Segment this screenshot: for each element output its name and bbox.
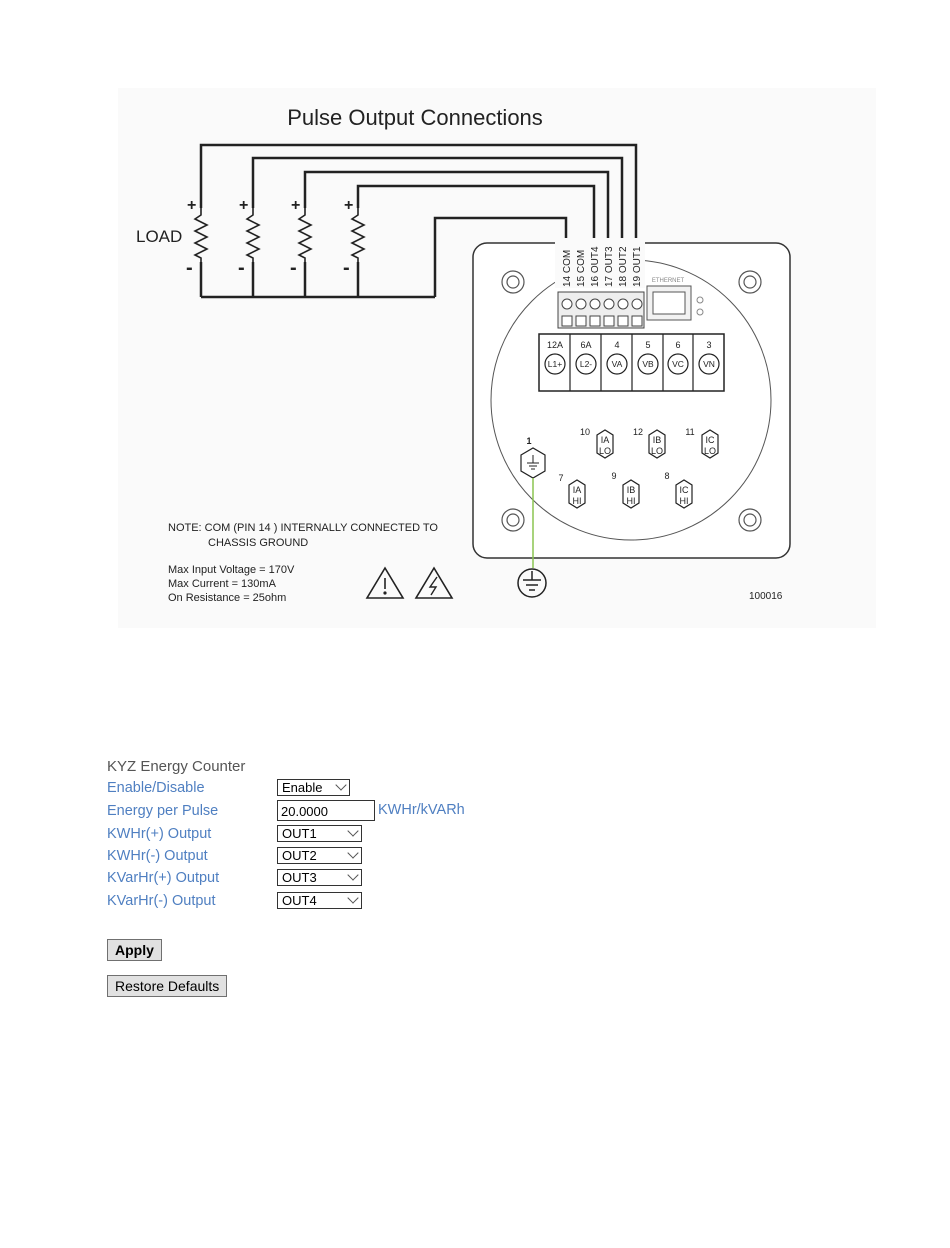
kwhr-neg-value: OUT2	[282, 848, 317, 863]
chevron-down-icon	[347, 869, 359, 881]
pulse-terminal-block	[557, 291, 645, 329]
ethernet-port: ETHERNET	[646, 278, 704, 321]
kwhr-pos-label: KWHr(+) Output	[107, 826, 212, 842]
spec-resistance: On Resistance = 25ohm	[168, 592, 286, 604]
pin-label: 15 COM	[576, 250, 587, 287]
kvarhr-pos-row: KVarHr(+) Output OUT3	[107, 869, 587, 889]
ct-number: 7	[558, 473, 563, 483]
ct-label: LO	[704, 446, 716, 456]
kvarhr-neg-label: KVarHr(-) Output	[107, 893, 216, 909]
chevron-down-icon	[347, 892, 359, 904]
figure-id: 100016	[749, 591, 783, 602]
plus-sign: +	[344, 197, 353, 214]
ct-number: 9	[611, 471, 616, 481]
mounting-screws	[501, 270, 762, 532]
pin-label: 19 OUT1	[632, 246, 643, 287]
kvarhr-pos-label: KVarHr(+) Output	[107, 870, 220, 886]
pin-label: 17 OUT3	[604, 246, 615, 287]
enable-row: Enable/Disable Enable	[107, 779, 587, 799]
warning-icon	[365, 566, 405, 599]
diagram-title: Pulse Output Connections	[287, 105, 543, 130]
terminal-label: VC	[672, 359, 684, 369]
pin-label: 18 OUT2	[618, 246, 629, 287]
ground-pin-number: 1	[526, 436, 531, 446]
kvarhr-pos-select[interactable]: OUT3	[277, 869, 362, 886]
kwhr-neg-select[interactable]: OUT2	[277, 847, 362, 864]
terminal-label: L2-	[580, 359, 592, 369]
spec-current: Max Current = 130mA	[168, 578, 277, 590]
terminal-label: VA	[612, 359, 623, 369]
ct-label: LO	[599, 446, 611, 456]
kwhr-neg-row: KWHr(-) Output OUT2	[107, 847, 587, 867]
energy-label: Energy per Pulse	[107, 803, 219, 819]
load-resistors	[193, 208, 366, 262]
enable-label: Enable/Disable	[107, 780, 205, 796]
enable-select[interactable]: Enable	[277, 779, 350, 796]
ct-label: IB	[653, 435, 662, 445]
ethernet-label: ETHERNET	[652, 278, 685, 284]
earth-ground-icon	[517, 568, 547, 598]
ct-label: IB	[627, 485, 636, 495]
ct-label: HI	[627, 496, 636, 506]
terminal-number: 5	[645, 340, 650, 350]
energy-unit: KWHr/kVARh	[378, 802, 465, 818]
kvarhr-pos-value: OUT3	[282, 870, 317, 885]
kvarhr-neg-select[interactable]: OUT4	[277, 892, 362, 909]
kvarhr-neg-value: OUT4	[282, 893, 317, 908]
ct-number: 10	[580, 427, 590, 437]
energy-row: Energy per Pulse 20.0000 KWHr/kVARh	[107, 800, 587, 821]
kwhr-neg-label: KWHr(-) Output	[107, 848, 208, 864]
pin-label: 14 COM	[562, 250, 573, 287]
enable-select-value: Enable	[282, 780, 323, 795]
terminal-label: VB	[642, 359, 654, 369]
terminal-label: L1+	[548, 359, 562, 369]
terminal-number: 12A	[547, 340, 563, 350]
chevron-down-icon	[347, 825, 359, 837]
ct-label: IA	[573, 485, 582, 495]
note-line1: NOTE: COM (PIN 14 ) INTERNALLY CONNECTED…	[168, 522, 438, 534]
spec-voltage: Max Input Voltage = 170V	[168, 564, 295, 576]
section-title: KYZ Energy Counter	[107, 758, 246, 775]
terminal-number: 4	[614, 340, 619, 350]
terminal-number: 6	[675, 340, 680, 350]
terminal-number: 3	[706, 340, 711, 350]
ct-label: HI	[680, 496, 689, 506]
minus-sign: -	[290, 257, 297, 279]
minus-sign: -	[238, 257, 245, 279]
kwhr-pos-row: KWHr(+) Output OUT1	[107, 825, 587, 845]
kvarhr-neg-row: KVarHr(-) Output OUT4	[107, 892, 587, 912]
electrical-hazard-icon	[414, 566, 454, 599]
minus-sign: -	[186, 257, 193, 279]
ct-label: IA	[601, 435, 610, 445]
kwhr-pos-select[interactable]: OUT1	[277, 825, 362, 842]
kwhr-pos-value: OUT1	[282, 826, 317, 841]
minus-sign: -	[343, 257, 350, 279]
pulse-output-diagram: Pulse Output Connections LOAD + + + + - …	[136, 105, 791, 604]
ground-symbol-icon	[527, 455, 539, 470]
plus-sign: +	[239, 197, 248, 214]
chevron-down-icon	[347, 847, 359, 859]
restore-defaults-button[interactable]: Restore Defaults	[107, 975, 228, 997]
terminal-label: VN	[703, 359, 715, 369]
wiring	[199, 143, 638, 299]
terminal-number: 6A	[580, 340, 591, 350]
energy-per-pulse-input[interactable]: 20.0000	[277, 800, 375, 821]
ct-label: IC	[706, 435, 716, 445]
plus-sign: +	[291, 197, 300, 214]
voltage-terminal-strip: 12A 6A 4 5 6 3 L1+ L2- VA VB VC VN	[538, 333, 725, 392]
pin-label: 16 OUT4	[590, 246, 601, 287]
pin-label-area	[555, 238, 645, 288]
ct-number: 8	[664, 471, 669, 481]
apply-button[interactable]: Apply	[107, 939, 162, 961]
chevron-down-icon	[335, 779, 347, 791]
ct-number: 11	[685, 427, 694, 437]
load-label: LOAD	[136, 227, 182, 246]
ct-label: LO	[651, 446, 663, 456]
ct-label: HI	[573, 496, 582, 506]
note-line2: CHASSIS GROUND	[208, 537, 308, 549]
ct-number: 12	[633, 427, 643, 437]
ct-terminals	[568, 429, 719, 509]
ct-label: IC	[680, 485, 690, 495]
plus-sign: +	[187, 197, 196, 214]
